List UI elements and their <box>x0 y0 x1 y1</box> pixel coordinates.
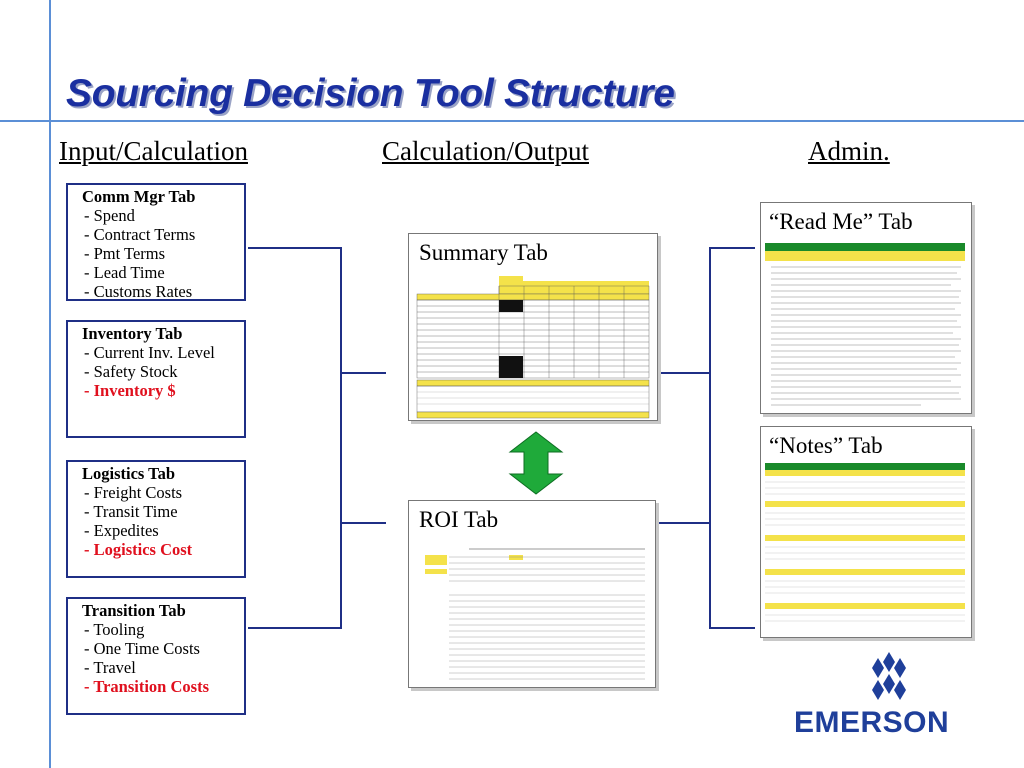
summary-tab-title: Summary Tab <box>419 240 548 265</box>
tab-title: Logistics Tab <box>82 464 176 483</box>
tab-item-highlight: - Inventory $ <box>84 381 176 400</box>
tab-item-highlight: - Transition Costs <box>84 677 209 696</box>
tab-title: Transition Tab <box>82 601 186 620</box>
read-me-thumbnail <box>765 243 965 406</box>
title-underline <box>0 120 1024 122</box>
read-me-tab-panel: “Read Me” Tab <box>760 202 972 414</box>
tab-item: - Current Inv. Level <box>84 343 215 362</box>
tab-item-highlight: - Logistics Cost <box>84 540 193 559</box>
transition-tab-box: Transition Tab - Tooling - One Time Cost… <box>66 597 246 715</box>
notes-tab-panel: “Notes” Tab <box>760 426 972 638</box>
tab-title: Comm Mgr Tab <box>82 187 196 206</box>
tab-item: - Lead Time <box>84 263 165 282</box>
double-arrow-icon <box>508 431 564 495</box>
admin-bracket <box>658 247 755 629</box>
tab-item: - Tooling <box>84 620 145 639</box>
emerson-logo-text: EMERSON <box>794 706 950 739</box>
page-title: Sourcing Decision Tool Structure <box>66 72 675 115</box>
tab-item: - Safety Stock <box>84 362 178 381</box>
column-head-admin: Admin. <box>808 136 890 166</box>
tab-title: Inventory Tab <box>82 324 183 343</box>
tab-item: - One Time Costs <box>84 639 200 658</box>
tab-item: - Travel <box>84 658 136 677</box>
inventory-tab-box: Inventory Tab - Current Inv. Level - Saf… <box>66 320 246 438</box>
summary-spreadsheet-thumbnail <box>416 276 650 419</box>
tab-item: - Freight Costs <box>84 483 183 502</box>
tab-item: - Spend <box>84 206 135 225</box>
logistics-tab-box: Logistics Tab - Freight Costs - Transit … <box>66 460 246 578</box>
input-bracket <box>248 247 386 629</box>
summary-tab-panel: Summary Tab <box>408 233 658 421</box>
column-head-calculation: Calculation/Output <box>382 136 589 166</box>
emerson-logo-mark-icon <box>872 652 906 700</box>
tab-item: - Transit Time <box>84 502 178 521</box>
column-head-input: Input/Calculation <box>59 136 248 166</box>
roi-tab-title: ROI Tab <box>419 507 499 532</box>
tab-item: - Customs Rates <box>84 282 193 301</box>
tab-item: - Contract Terms <box>84 225 196 244</box>
comm-mgr-tab-box: Comm Mgr Tab - Spend - Contract Terms - … <box>66 183 246 301</box>
tab-item: - Expedites <box>84 521 159 540</box>
emerson-logo: EMERSON <box>794 650 984 750</box>
roi-tab-panel: ROI Tab <box>408 500 656 688</box>
left-accent-line <box>49 0 51 768</box>
tab-item: - Pmt Terms <box>84 244 166 263</box>
notes-thumbnail <box>765 463 965 622</box>
roi-spreadsheet-thumbnail <box>425 548 645 680</box>
notes-tab-title: “Notes” Tab <box>769 433 883 458</box>
read-me-tab-title: “Read Me” Tab <box>769 209 913 234</box>
